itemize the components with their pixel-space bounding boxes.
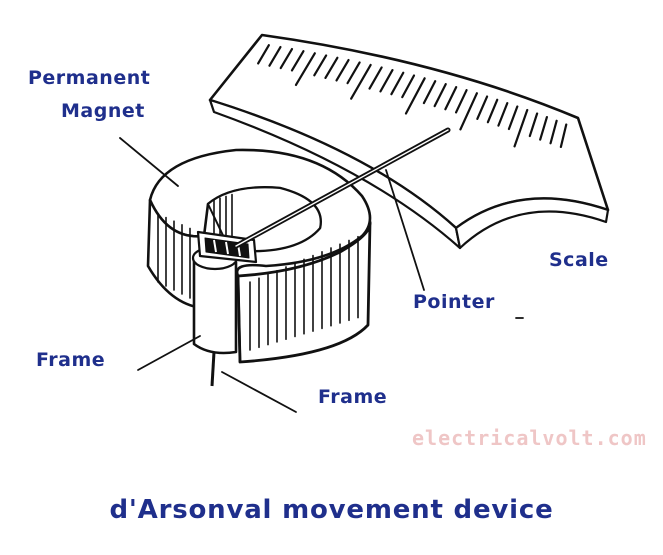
watermark: electricalvolt.com (412, 426, 647, 450)
label-scale: Scale (549, 249, 609, 271)
magnet-shading-lines (158, 195, 358, 350)
scale-tick (380, 70, 392, 91)
leader-lines (120, 138, 523, 412)
label-permanent-magnet-line1: Permanent (28, 67, 151, 89)
scale-tick (561, 125, 566, 147)
scale-tick (540, 117, 547, 140)
scale-tick (281, 49, 292, 68)
label-pointer: Pointer (413, 291, 495, 313)
scale-tick (435, 84, 446, 106)
scale-plate (210, 35, 608, 248)
scale-tick (325, 58, 337, 78)
scale-tick (258, 45, 269, 63)
scale-tick-marks (258, 45, 566, 147)
pointer-needle (236, 130, 448, 246)
label-frame-bottom: Frame (318, 386, 388, 408)
scale-tick (269, 47, 280, 66)
label-permanent-magnet: Permanent Magnet (28, 62, 150, 128)
scale-tick (314, 55, 326, 75)
scale-tick (498, 103, 507, 125)
label-frame-left: Frame (36, 349, 106, 371)
scale-tick (337, 60, 349, 80)
scale-tick (488, 100, 497, 122)
scale-tick (424, 81, 435, 103)
scale-tick (456, 90, 467, 112)
scale-tick (296, 53, 315, 85)
scale-tick (551, 121, 557, 143)
scale-tick (477, 97, 487, 119)
scale-tick (406, 78, 425, 113)
scale-tick (515, 110, 528, 146)
permanent-magnet (148, 150, 370, 362)
scale-tick (509, 107, 517, 130)
scale-tick (391, 73, 403, 94)
scale-tick (445, 87, 456, 109)
scale-tick (348, 62, 360, 83)
scale-tick (370, 67, 382, 88)
figure-caption: d'Arsonval movement device (109, 495, 554, 525)
scale-tick (351, 65, 371, 99)
scale-tick (402, 75, 414, 97)
scale-tick (292, 51, 304, 70)
label-permanent-magnet-line2: Magnet (61, 100, 145, 122)
scale-tick (530, 114, 537, 137)
scale-tick (460, 93, 476, 129)
coil-frame (193, 232, 256, 386)
